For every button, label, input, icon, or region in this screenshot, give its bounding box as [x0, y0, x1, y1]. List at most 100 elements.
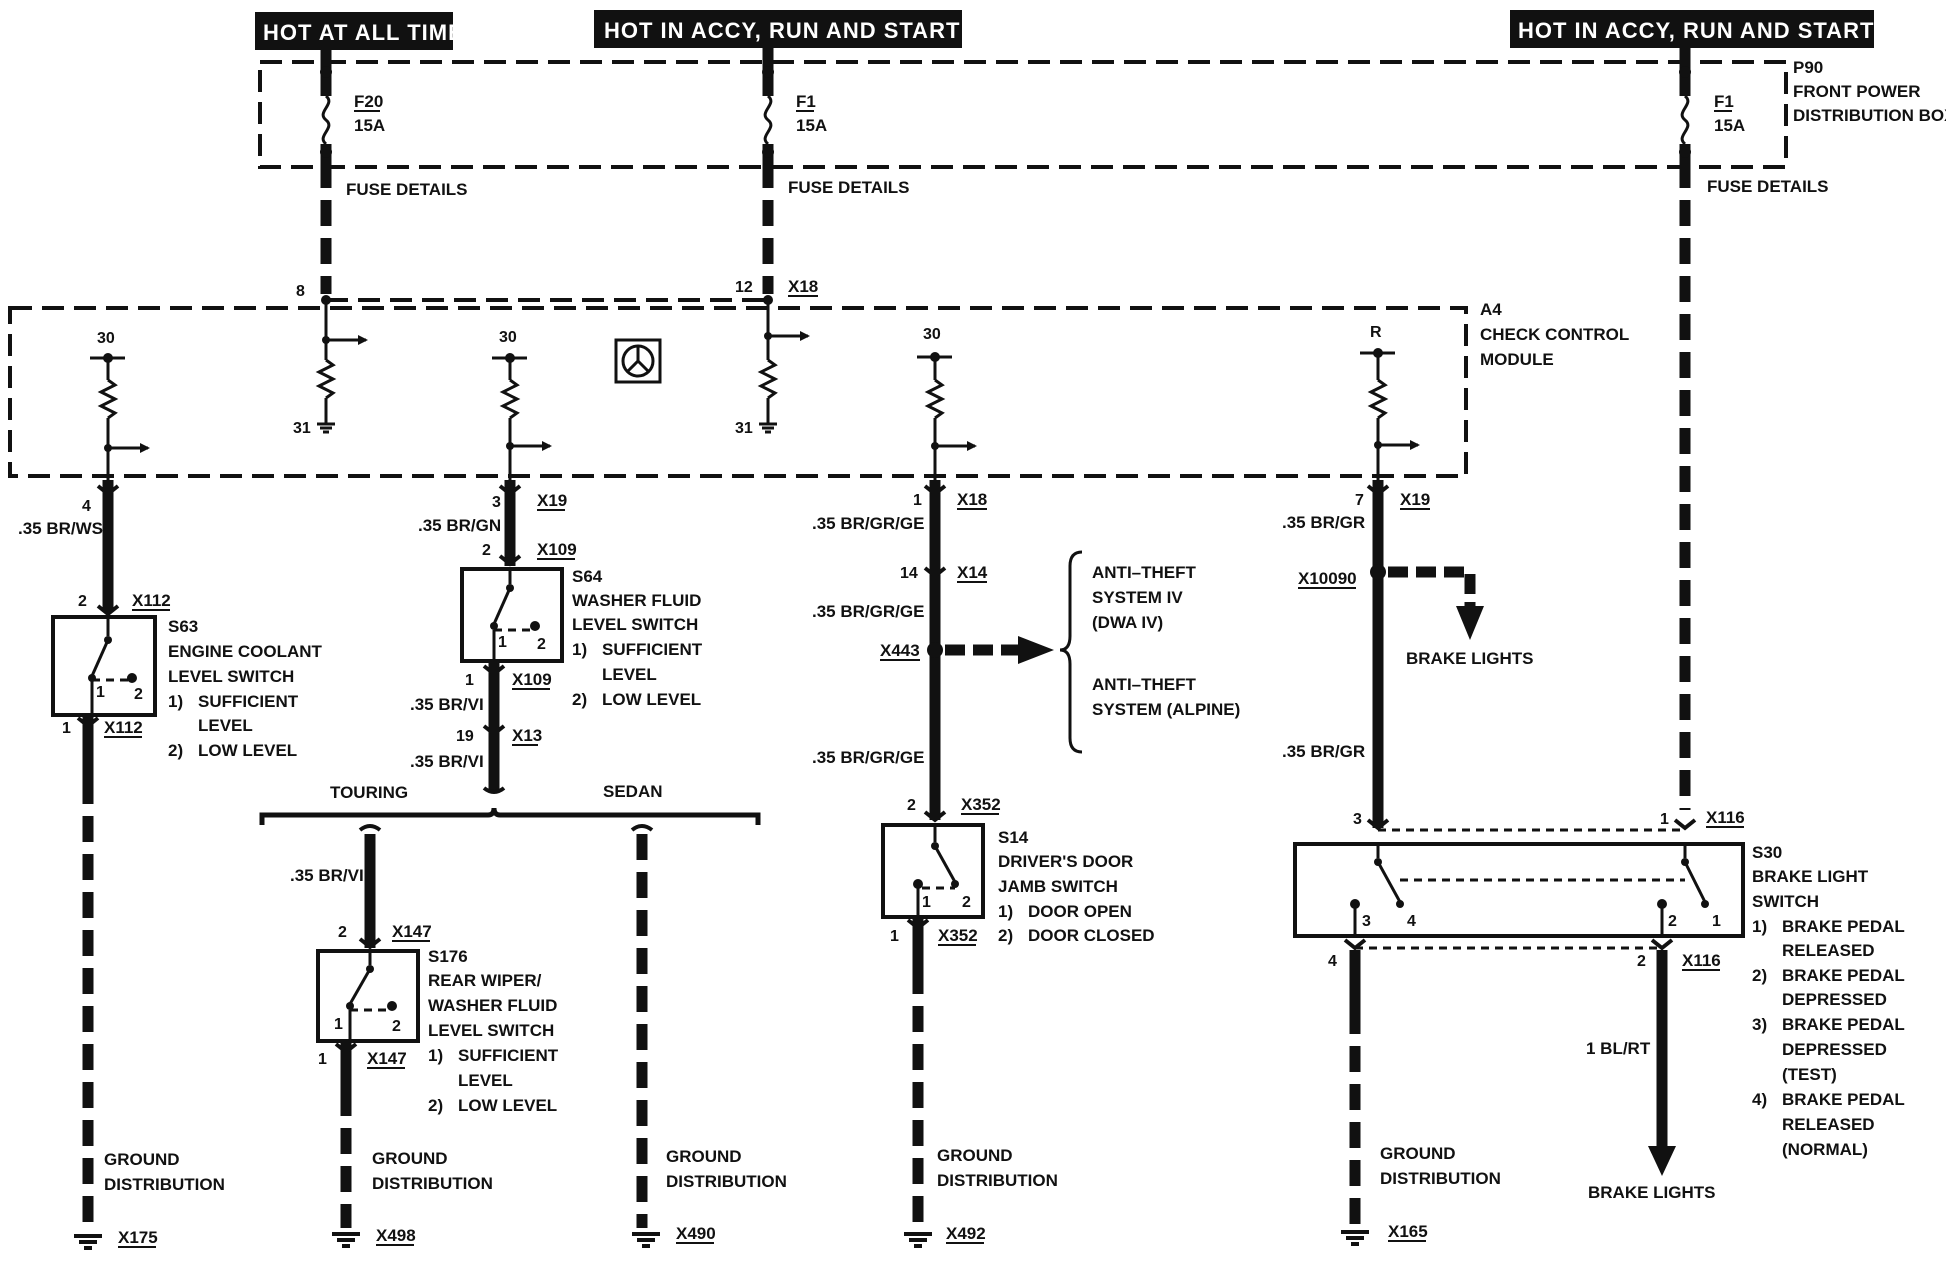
module-input-1-internals	[315, 295, 368, 434]
s30-opt3: 3)	[1752, 1015, 1767, 1034]
c4-ground-conn: X165	[1388, 1222, 1428, 1241]
c2-ground-a-text2: DISTRIBUTION	[372, 1174, 493, 1193]
c3-conn-x14: X14	[957, 563, 988, 582]
svg-text:HOT IN ACCY, RUN AND START: HOT IN ACCY, RUN AND START	[1518, 18, 1874, 43]
c2-wire4: .35 BR/VI	[290, 866, 364, 885]
s64-opt1: 1)	[572, 640, 587, 659]
c3-pin-out: 1	[913, 492, 922, 509]
s64-name-1: WASHER FLUID	[572, 591, 701, 610]
s14-pin1: 1	[922, 894, 931, 911]
s64-opt1-text2: LEVEL	[602, 665, 657, 684]
c1-ground-text1: GROUND	[104, 1150, 180, 1169]
s176-opt2-text: LOW LEVEL	[458, 1096, 557, 1115]
banner-hot-accy-2: HOT IN ACCY, RUN AND START	[1510, 10, 1874, 48]
fuse-f1-b-rating: 15A	[1714, 116, 1745, 135]
c3-anti-theft2-l2: SYSTEM (ALPINE)	[1092, 700, 1240, 719]
module-term-3: 30	[923, 326, 941, 343]
c2-pin-out: 3	[492, 494, 501, 511]
s14-name-2: JAMB SWITCH	[998, 877, 1118, 896]
module-term-2: 30	[499, 329, 517, 346]
banner-hot-at-all-times: HOT AT ALL TIMES	[255, 12, 478, 50]
module-name-1: CHECK CONTROL	[1480, 325, 1629, 344]
fuse-f1-a-id: F1	[796, 92, 816, 111]
fuse-f1-b-details: FUSE DETAILS	[1707, 177, 1829, 196]
s63-opt2-text: LOW LEVEL	[198, 741, 297, 760]
fuse-f1-b-id: F1	[1714, 92, 1734, 111]
s64-pin1: 1	[498, 634, 507, 651]
c2-wire2: .35 BR/VI	[410, 695, 484, 714]
c4-pin-bot-left: 4	[1328, 953, 1337, 970]
s63-opt1: 1)	[168, 692, 183, 711]
s63-opt1-text2: LEVEL	[198, 716, 253, 735]
c1-ground-text2: DISTRIBUTION	[104, 1175, 225, 1194]
c2-s176-conn-bot: X147	[367, 1049, 407, 1068]
module-logo-icon	[614, 338, 662, 384]
s176-opt1: 1)	[428, 1046, 443, 1065]
s64-pin2: 2	[537, 636, 546, 653]
s63-opt1-text1: SUFFICIENT	[198, 692, 299, 711]
s30-opt3-l3: (TEST)	[1782, 1065, 1837, 1084]
c3-conn-top: X352	[961, 795, 1001, 814]
c3-conn-out: X18	[957, 490, 987, 509]
c3-anti-theft1-l3: (DWA IV)	[1092, 613, 1163, 632]
c4-splice: X10090	[1298, 569, 1357, 588]
c3-ground-text2: DISTRIBUTION	[937, 1171, 1058, 1190]
fuse-f1-a	[762, 48, 774, 162]
s63-pin2: 2	[134, 686, 143, 703]
s14-opt1: 1)	[998, 902, 1013, 921]
module-input-2-internals	[757, 295, 810, 434]
c3-anti-theft2-l1: ANTI–THEFT	[1092, 675, 1197, 694]
s30-id: S30	[1752, 843, 1782, 862]
c2-ground-a-conn: X498	[376, 1226, 416, 1245]
c4-wire1: .35 BR/GR	[1282, 513, 1365, 532]
s14-opt1-text: DOOR OPEN	[1028, 902, 1132, 921]
s30-opt1: 1)	[1752, 917, 1767, 936]
c4-splice-dot	[1370, 564, 1386, 580]
module-terminal-1	[90, 353, 150, 480]
c4-splice-arrow	[1388, 566, 1476, 608]
c2-s176-conn-top: X147	[392, 922, 432, 941]
module-terminal-2	[492, 353, 552, 480]
c2-s176-pin-bot: 1	[318, 1051, 327, 1068]
c4-wire2: .35 BR/GR	[1282, 742, 1365, 761]
module-in-pin-2: 12	[735, 279, 753, 296]
c2-pin-bot: 1	[465, 672, 474, 689]
switch-s14-contacts	[913, 825, 959, 917]
s176-id: S176	[428, 947, 468, 966]
c2-conn-bot: X109	[512, 670, 552, 689]
module-in-connector-2: X18	[788, 277, 818, 296]
module-terminal-3	[917, 352, 977, 480]
s30-opt1-l2: RELEASED	[1782, 941, 1875, 960]
c3-pin-bot: 1	[890, 928, 899, 945]
c2-ground-a-icon	[330, 1232, 362, 1248]
c3-ground-conn: X492	[946, 1224, 986, 1243]
s30-opt1-l1: BRAKE PEDAL	[1782, 917, 1905, 936]
fuse-f20-rating: 15A	[354, 116, 385, 135]
svg-text:HOT IN ACCY, RUN AND START: HOT IN ACCY, RUN AND START	[604, 18, 960, 43]
module-outline	[8, 306, 1468, 478]
c4-conn-right: X116	[1706, 808, 1745, 827]
fuse-f20-details: FUSE DETAILS	[346, 180, 468, 199]
fuse-f1-a-details: FUSE DETAILS	[788, 178, 910, 197]
c1-ground-conn: X175	[118, 1228, 158, 1247]
s30-pin1: 1	[1712, 913, 1721, 930]
s30-opt2: 2)	[1752, 966, 1767, 985]
fuse-box-name-1: FRONT POWER	[1793, 82, 1921, 101]
s63-name-1: ENGINE COOLANT	[168, 642, 323, 661]
switch-s176	[316, 949, 420, 1043]
c1-conn-top: X112	[132, 591, 171, 610]
s30-opt2-l2: DEPRESSED	[1782, 990, 1887, 1009]
s176-opt1-text2: LEVEL	[458, 1071, 513, 1090]
s176-opt2: 2)	[428, 1096, 443, 1115]
c2-conn-x13: X13	[512, 726, 542, 745]
c2-conn-out: X19	[537, 491, 567, 510]
fuse-box-outline	[258, 60, 1788, 169]
c1-conn-bot: X112	[104, 718, 143, 737]
c2-ground-b-text2: DISTRIBUTION	[666, 1172, 787, 1191]
c3-ground-text1: GROUND	[937, 1146, 1013, 1165]
c2-s176-pin-top: 2	[338, 924, 347, 941]
module-id: A4	[1480, 300, 1502, 319]
s176-pin2: 2	[392, 1018, 401, 1035]
s63-id: S63	[168, 617, 198, 636]
